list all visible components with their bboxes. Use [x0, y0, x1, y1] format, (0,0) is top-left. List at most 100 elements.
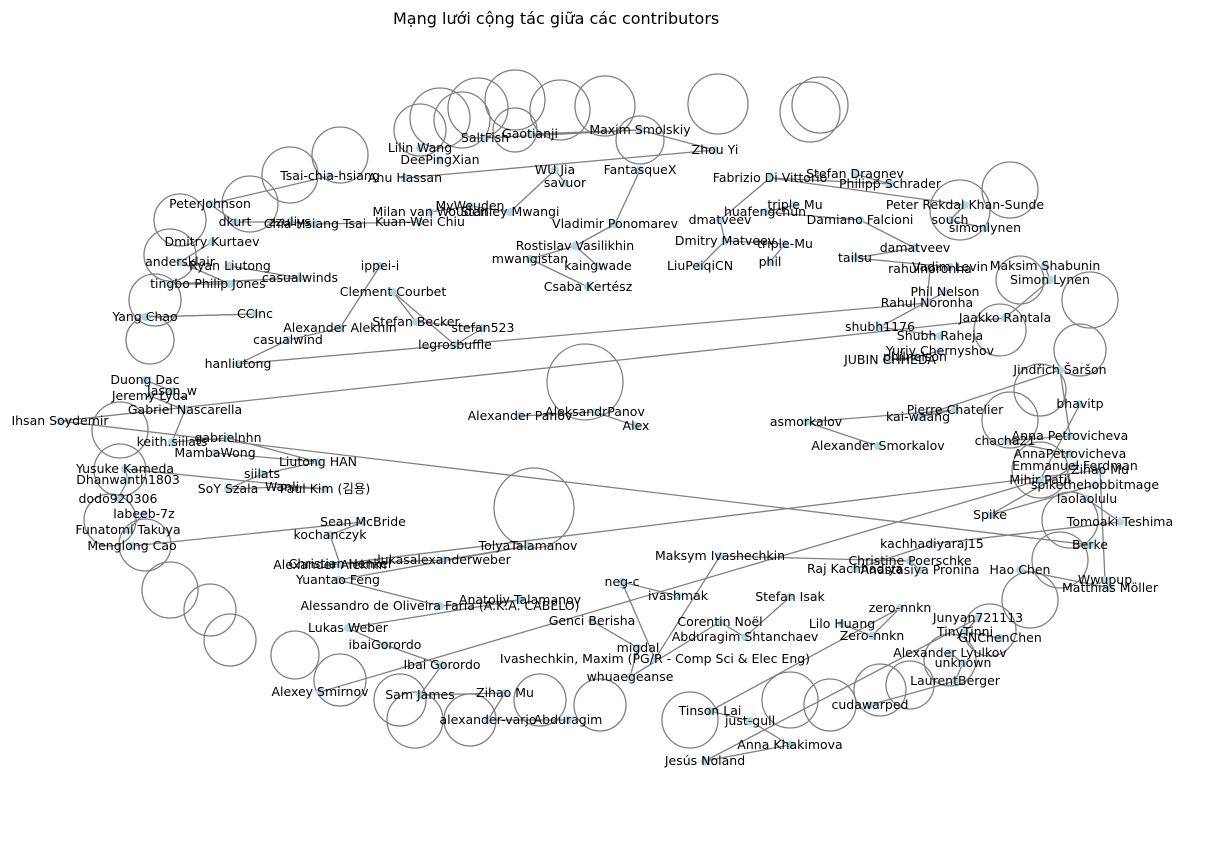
edge — [769, 177, 891, 185]
edge — [329, 534, 341, 565]
node-label: Zero-nnkn — [840, 628, 905, 643]
node — [996, 634, 1004, 642]
node — [716, 216, 724, 224]
node-label: Maxim Smolskiy — [589, 122, 691, 137]
edge — [917, 409, 956, 418]
node-label: Tinson Lai — [678, 703, 742, 718]
node — [278, 483, 286, 491]
node — [1091, 481, 1099, 489]
node — [336, 324, 344, 332]
edge — [1039, 403, 1081, 481]
edge — [347, 599, 521, 629]
node — [1066, 450, 1074, 458]
self-loop — [311, 126, 369, 184]
node-label: tingbo — [150, 276, 190, 291]
self-loop — [574, 75, 636, 137]
edge — [169, 277, 301, 285]
node — [946, 263, 954, 271]
edge — [704, 617, 979, 762]
node-label: Jindřich Šaršon — [1012, 362, 1106, 377]
node-label: Jesús Noland — [664, 753, 745, 768]
node-label: Hao Chen — [990, 562, 1051, 577]
edge — [124, 468, 326, 490]
node-label: Simon Lynen — [1010, 272, 1090, 287]
node-label: Zhou Yi — [692, 142, 739, 157]
self-loop — [853, 663, 907, 717]
node — [440, 556, 448, 564]
node — [224, 485, 232, 493]
edge — [1004, 279, 1051, 319]
node — [376, 262, 384, 270]
node-label: Chia-Hsiang Tsai — [264, 216, 366, 231]
edge — [384, 644, 443, 666]
self-loop — [529, 79, 591, 141]
node-label: AleksandrPanov — [545, 404, 645, 419]
edge — [805, 409, 956, 423]
node — [284, 336, 292, 344]
node — [231, 218, 239, 226]
edge — [629, 647, 639, 678]
node — [741, 633, 749, 641]
node — [344, 624, 352, 632]
node — [716, 618, 724, 626]
edge — [621, 581, 679, 597]
node-label: Abduragim — [534, 712, 603, 727]
self-loop — [1001, 571, 1059, 629]
node — [181, 406, 189, 414]
node — [416, 218, 424, 226]
nodes-layer — [56, 126, 1124, 765]
self-loop — [270, 630, 320, 680]
self-loop — [1041, 491, 1099, 549]
node-label: WU Jia — [535, 162, 575, 177]
node-label: Alessandro de Oliveira Faria (A.K.A. CAB… — [300, 598, 579, 613]
self-loop — [546, 343, 624, 421]
self-loop — [687, 73, 749, 135]
edge — [591, 620, 639, 649]
edge — [392, 291, 456, 346]
edge — [854, 247, 916, 259]
self-loop — [373, 673, 427, 727]
self-loop — [484, 69, 546, 131]
node-label: Yuriy Chernyshov — [885, 343, 995, 358]
node-label: CCInc — [237, 306, 273, 321]
node — [716, 552, 724, 560]
edge — [339, 559, 445, 565]
edge — [744, 596, 791, 638]
node — [326, 531, 334, 539]
node — [311, 220, 319, 228]
self-loop — [313, 653, 367, 707]
node — [381, 641, 389, 649]
node-label: Paul Kim (김용) — [280, 481, 371, 496]
edge — [854, 173, 891, 185]
node — [564, 716, 572, 724]
edge — [329, 469, 1101, 566]
node-label: Dmitry Matveev — [675, 233, 776, 248]
edge — [1004, 435, 1071, 442]
node-label: philnelson — [883, 349, 947, 364]
edge — [574, 223, 616, 247]
node-label: Berke — [1072, 537, 1108, 552]
node-label: SoY Szala — [198, 481, 258, 496]
edge — [419, 692, 506, 696]
node — [674, 592, 682, 600]
node-label: Stefan Becker — [372, 314, 460, 329]
node — [711, 146, 719, 154]
node — [168, 387, 176, 395]
node — [516, 596, 524, 604]
node — [651, 655, 659, 663]
edge — [281, 486, 326, 490]
node — [1056, 366, 1064, 374]
node-label: Alexander Alekhin — [273, 557, 386, 572]
node — [481, 134, 489, 142]
node — [696, 262, 704, 270]
node-label: Lilin Wang — [388, 140, 452, 155]
edge — [949, 219, 986, 229]
self-loop — [995, 255, 1045, 305]
edge — [709, 607, 901, 712]
edge — [989, 484, 1096, 516]
edge — [392, 291, 417, 323]
node-label: Ryan Liutong — [189, 258, 271, 273]
node-label: Maksym Ivashechkin — [655, 548, 785, 563]
node-label: dodo920306 — [79, 491, 158, 506]
edge — [237, 302, 928, 365]
